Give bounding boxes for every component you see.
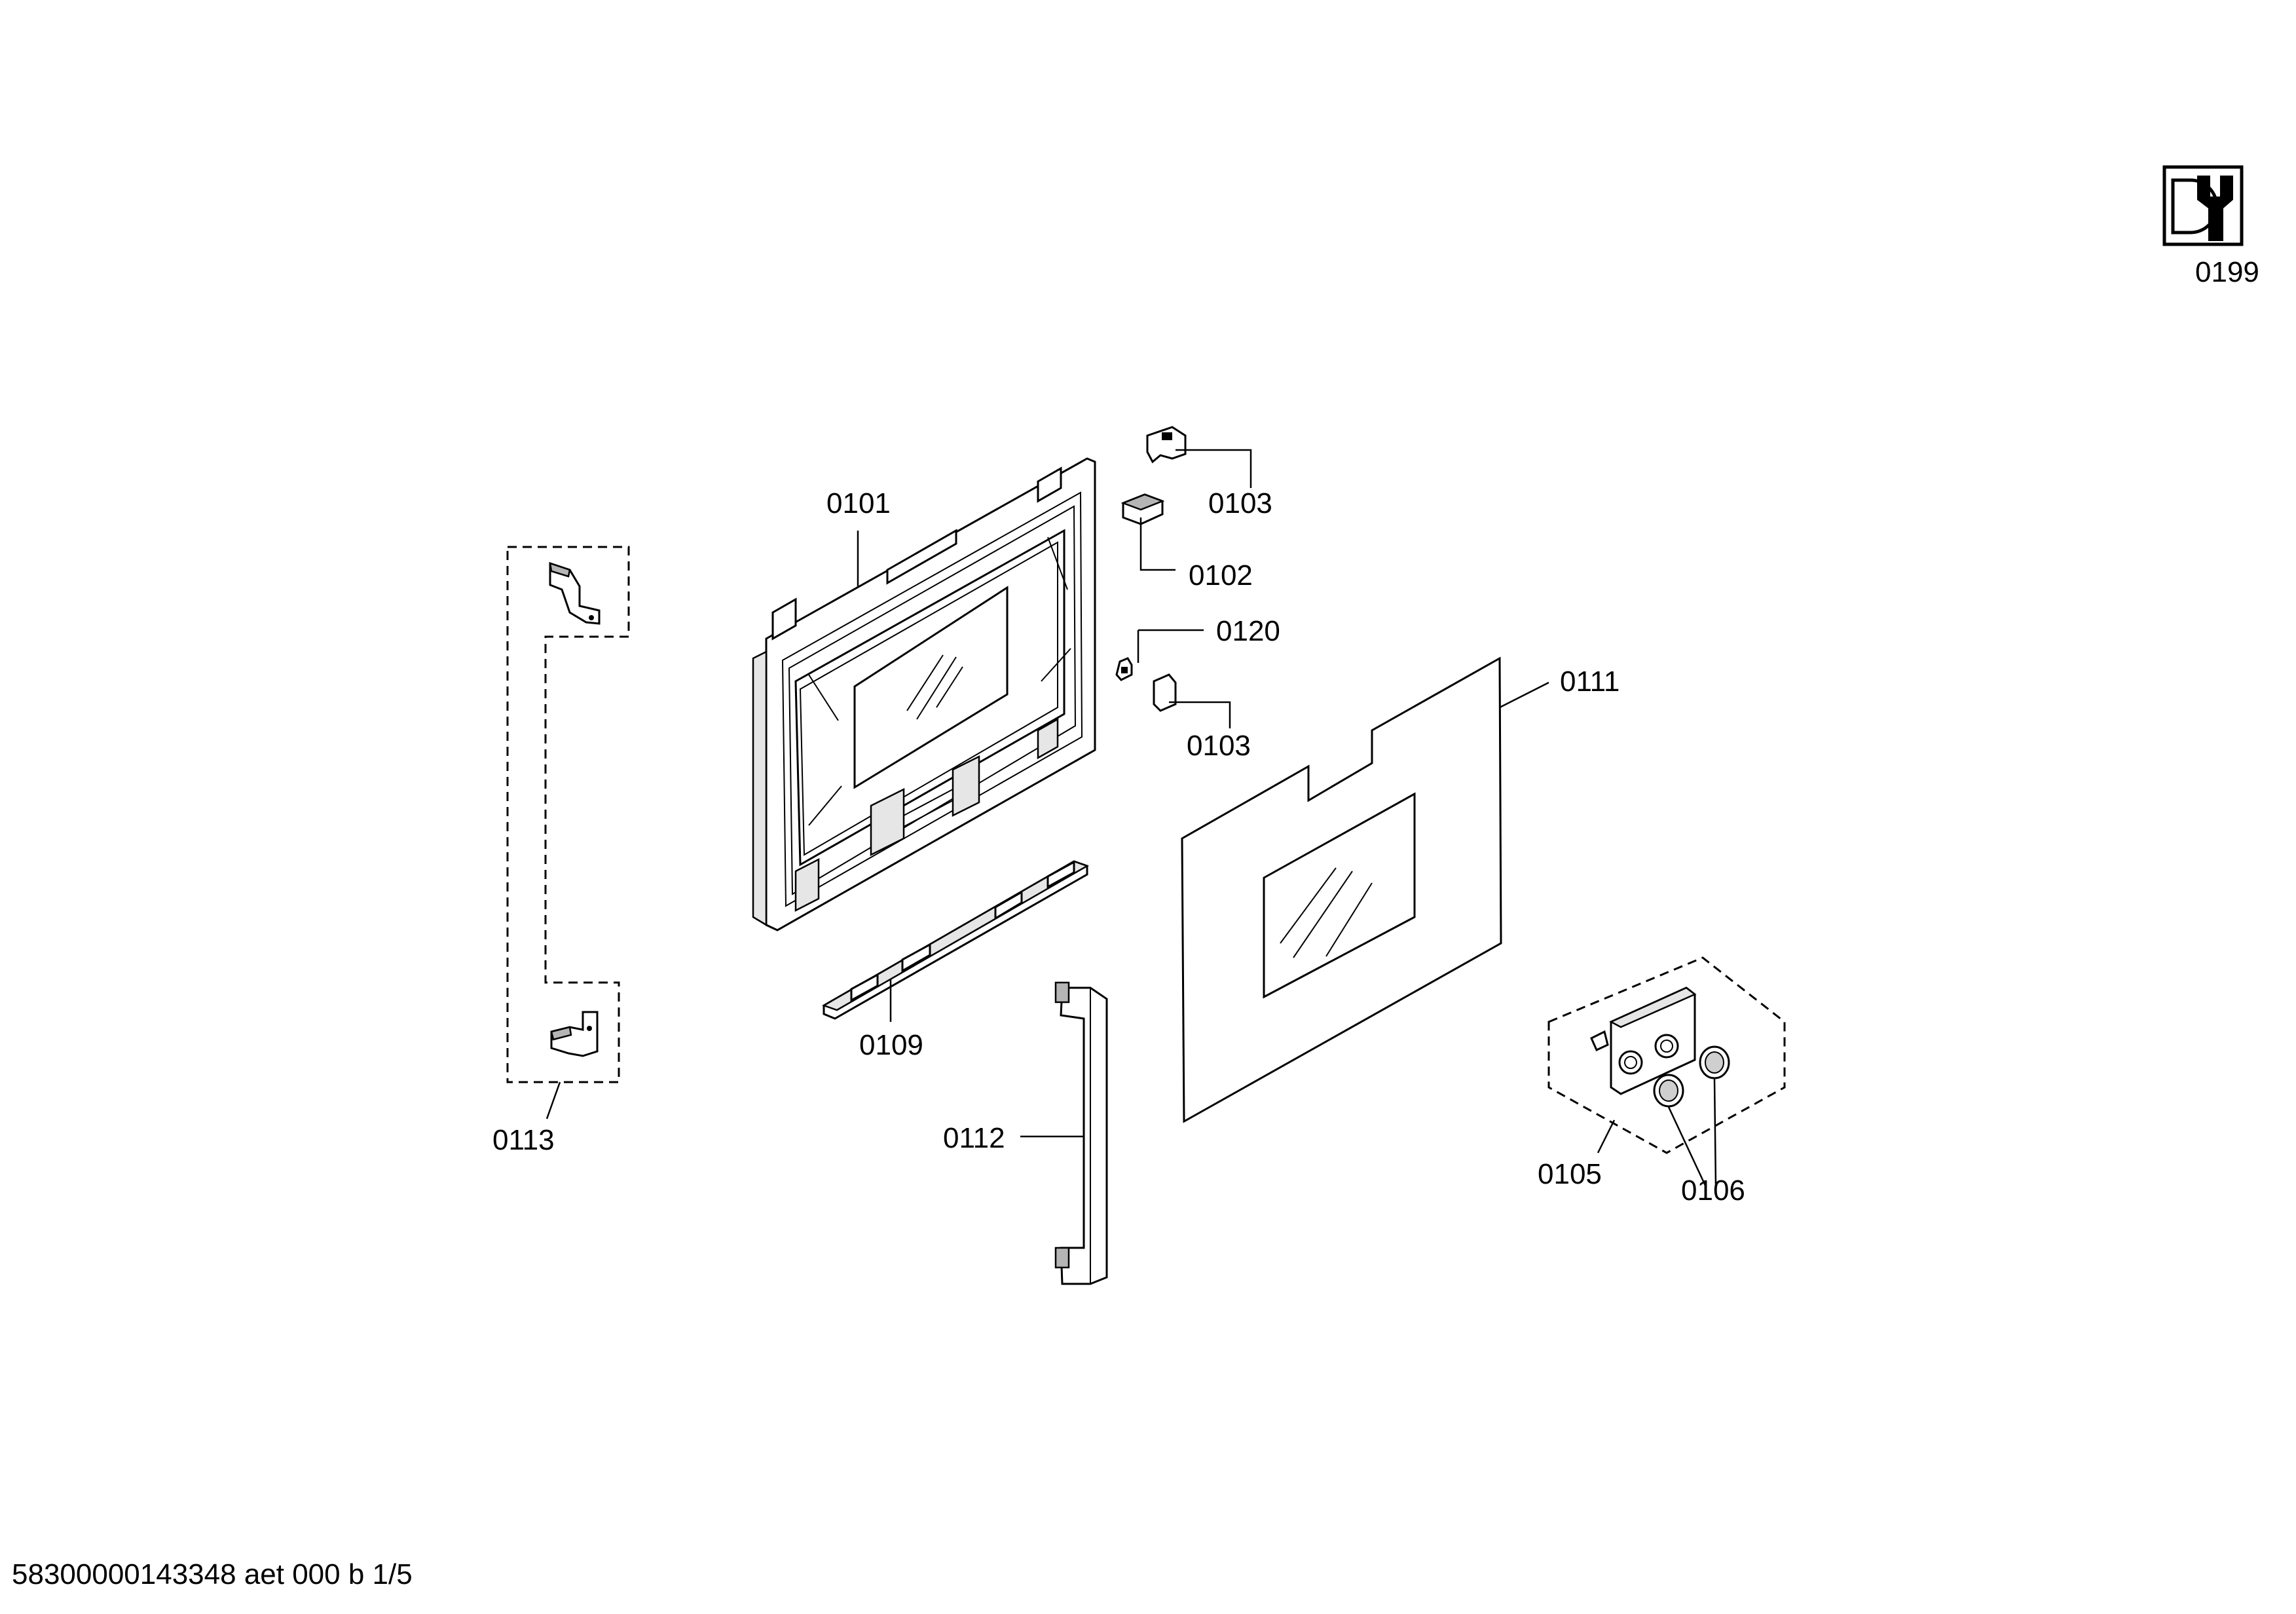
label-0199: 0199 [2195, 256, 2259, 288]
rail-0109 [822, 860, 1089, 1020]
label-0101: 0101 [826, 487, 891, 519]
label-0105: 0105 [1538, 1158, 1602, 1190]
label-0103-upper: 0103 [1208, 487, 1272, 519]
clip-0102 [1120, 493, 1165, 525]
label-0106: 0106 [1681, 1174, 1745, 1207]
pin-0120 [1115, 657, 1133, 681]
leader-lines [546, 449, 1717, 1188]
label-0111: 0111 [1560, 666, 1620, 698]
service-wrench-icon [2162, 165, 2244, 246]
hinge-set-0113 [506, 546, 630, 1083]
door-frame-0101 [752, 457, 1096, 931]
document-footer-code: 58300000143348 aet 000 b 1/5 [12, 1558, 413, 1590]
bracket-0103-lower [1153, 673, 1177, 712]
bracket-0103-upper [1146, 426, 1187, 464]
label-0102: 0102 [1189, 559, 1253, 591]
knobs-0106 [1653, 1045, 1730, 1108]
label-0109: 0109 [859, 1029, 923, 1061]
control-module-0105 [1547, 956, 1786, 1154]
label-0120: 0120 [1216, 615, 1280, 647]
door-handle-0112 [1054, 981, 1108, 1285]
label-0103-lower: 0103 [1187, 730, 1251, 762]
outer-door-glass-0111 [1181, 656, 1502, 1123]
label-0112: 0112 [943, 1122, 1005, 1154]
label-0113: 0113 [492, 1124, 555, 1156]
